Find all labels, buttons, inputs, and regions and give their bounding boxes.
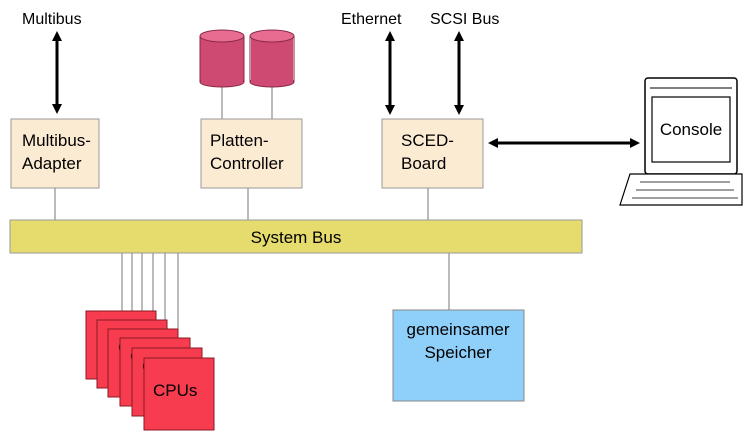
platten-controller-box: Platten- Controller [200,118,303,189]
disk-icon [249,29,295,88]
multibus-adapter-label-line2: Adapter [22,154,82,173]
ethernet-label: Ethernet [341,11,402,28]
cpu-card-front: CPUs [143,357,215,431]
scsi-bus-label: SCSI Bus [430,11,499,28]
sced-board-label-line1: SCED- [401,131,454,150]
cpus-label: CPUs [153,381,197,400]
system-bus: System Bus [9,219,583,254]
multibus-adapter-label-line1: Multibus- [22,131,91,150]
sced-board-label-line2: Board [401,154,446,173]
console-computer-icon: Console [619,77,743,206]
console-label: Console [660,120,722,139]
multibus-label: Multibus [22,11,82,28]
shared-memory-label-line2: Speicher [424,343,491,362]
platten-controller-label-line1: Platten- [210,131,269,150]
cpu-stack: C C C C C CPUs [85,310,215,431]
system-bus-label: System Bus [251,228,342,247]
shared-memory-label-line1: gemeinsamer [407,320,510,339]
sced-board-box: SCED- Board [381,118,484,189]
platten-controller-label-line2: Controller [210,154,284,173]
disk-icon [199,29,245,88]
shared-memory-box: gemeinsamer Speicher [392,309,525,402]
multibus-adapter-box: Multibus- Adapter [10,118,100,189]
